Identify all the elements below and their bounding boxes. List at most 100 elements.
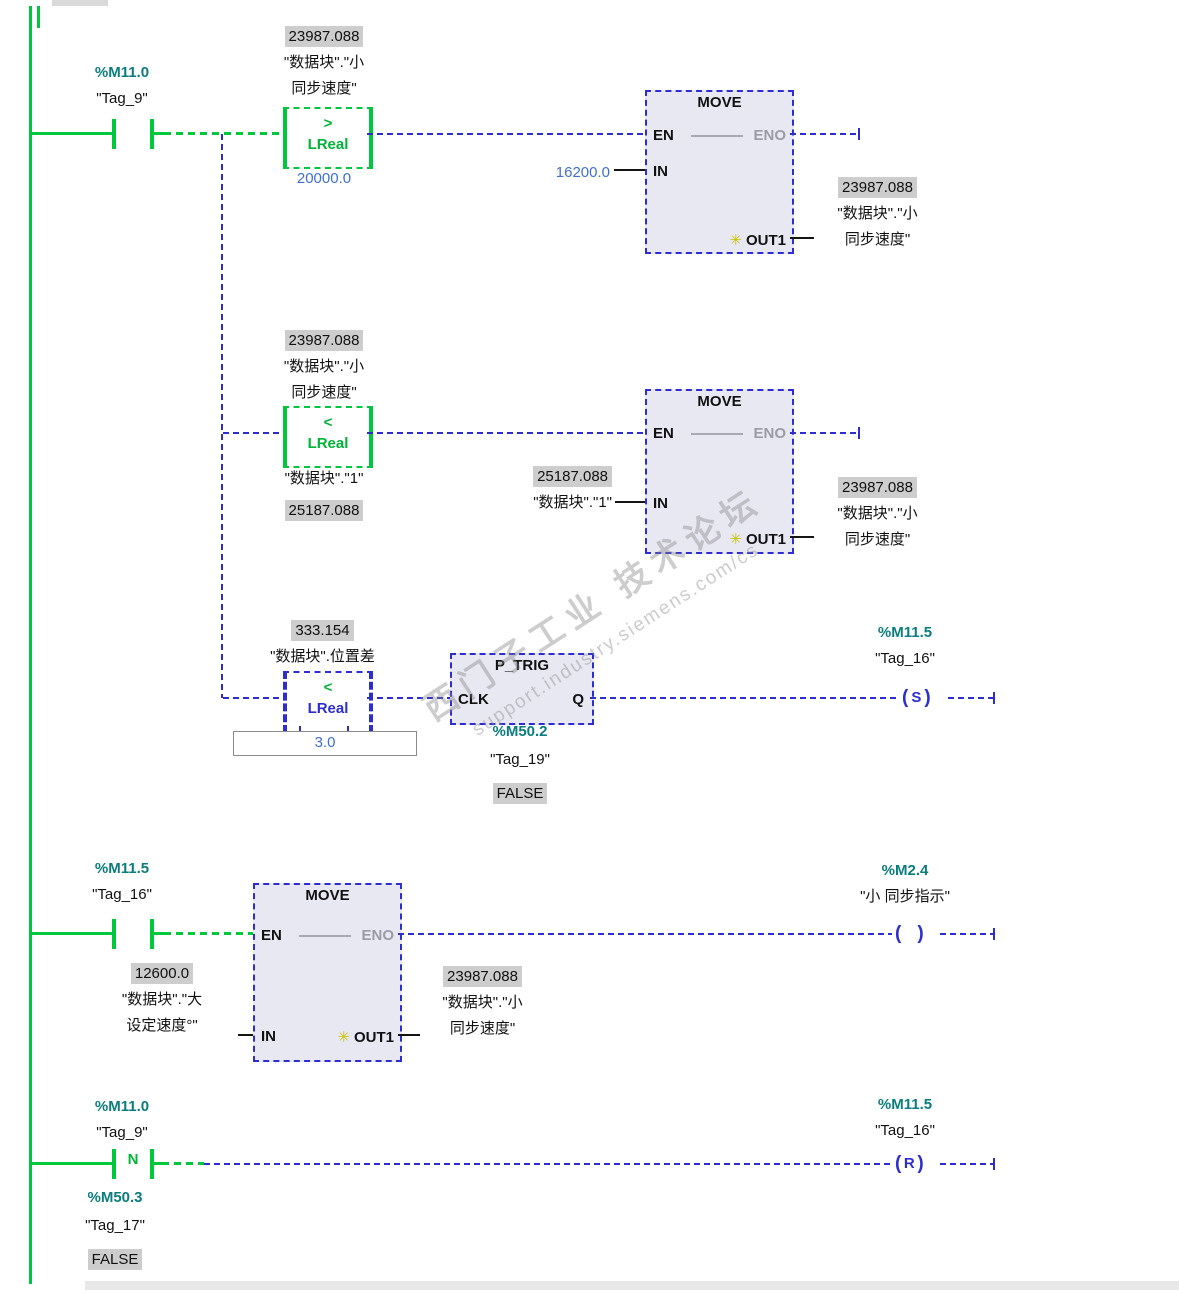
operand-connector bbox=[614, 169, 645, 171]
operand-name-line1[interactable]: "数据块"."小 bbox=[283, 358, 365, 375]
edge-contact[interactable] bbox=[112, 1149, 116, 1179]
pin-out1: ✳OUT1 bbox=[729, 232, 786, 249]
operand-connector bbox=[398, 1034, 420, 1036]
wire bbox=[223, 432, 283, 434]
operand-tag[interactable]: "Tag_16" bbox=[92, 886, 152, 903]
operand-name-line2[interactable]: 同步速度" bbox=[291, 80, 357, 97]
no-contact[interactable] bbox=[150, 919, 154, 949]
move-block[interactable]: MOVE EN ENO IN ✳OUT1 bbox=[253, 883, 402, 1062]
modify-star-icon: ✳ bbox=[729, 232, 742, 249]
output-coil[interactable] bbox=[895, 923, 924, 945]
move-in-operand[interactable]: 12600.0 "数据块"."大 设定速度°" bbox=[88, 961, 236, 1039]
operand-address[interactable]: %M11.5 bbox=[877, 1096, 933, 1113]
operand-name[interactable]: "数据块"."1" bbox=[533, 494, 612, 511]
operand-name-line2[interactable]: 同步速度" bbox=[844, 531, 911, 548]
operand-address[interactable]: %M50.2 bbox=[492, 723, 548, 740]
operand-tag[interactable]: "Tag_16" bbox=[875, 1122, 935, 1139]
no-contact[interactable] bbox=[112, 119, 116, 149]
pin-en: EN bbox=[261, 927, 282, 944]
p-trig-mem-operand[interactable]: %M50.2 "Tag_19" FALSE bbox=[455, 718, 585, 808]
move-block[interactable]: MOVE EN ENO IN ✳OUT1 bbox=[645, 90, 794, 254]
no-contact[interactable] bbox=[150, 119, 154, 149]
compare-block[interactable]: < LReal bbox=[283, 406, 373, 468]
compare-limit-value[interactable]: 20000.0 bbox=[296, 170, 352, 187]
operand-name-line2[interactable]: 同步速度" bbox=[449, 1020, 516, 1037]
wire-end bbox=[993, 692, 995, 704]
operand-connector bbox=[238, 1034, 253, 1036]
move-in-value[interactable]: 16200.0 bbox=[555, 164, 610, 181]
reset-coil[interactable]: R bbox=[895, 1153, 924, 1175]
p-trig-block[interactable]: P_TRIG CLK Q bbox=[450, 653, 594, 725]
operand-name[interactable]: "数据块"."1" bbox=[284, 470, 364, 487]
operand-address[interactable]: %M11.0 bbox=[94, 1098, 150, 1115]
operand-name-line1[interactable]: "数据块"."大 bbox=[121, 991, 203, 1008]
compare-block[interactable]: > LReal bbox=[283, 107, 373, 169]
wire bbox=[154, 132, 164, 135]
operand-connector bbox=[790, 536, 814, 538]
compare-operator: < bbox=[323, 679, 333, 696]
compare-operand[interactable]: 23987.088 "数据块"."小 同步速度" bbox=[238, 24, 410, 102]
move-in-operand[interactable]: 25187.088 "数据块"."1" bbox=[460, 464, 612, 516]
operand-name-line1[interactable]: "数据块"."小 bbox=[442, 994, 523, 1011]
edge-mem-operand[interactable]: %M50.3 "Tag_17" FALSE bbox=[56, 1184, 174, 1274]
coil-operand[interactable]: %M11.5 "Tag_16" bbox=[838, 1092, 972, 1144]
coil-operand[interactable]: %M2.4 "小 同步指示" bbox=[810, 858, 1000, 910]
branch-wire bbox=[221, 134, 223, 698]
operand-name[interactable]: "数据块".位置差 bbox=[270, 648, 375, 665]
move-out-operand[interactable]: 23987.088 "数据块"."小 同步速度" bbox=[420, 964, 545, 1042]
operand-name-line1[interactable]: "数据块"."小 bbox=[283, 54, 365, 71]
edge-contact[interactable] bbox=[150, 1149, 154, 1179]
block-title: MOVE bbox=[305, 887, 350, 904]
move-out-operand[interactable]: 23987.088 "数据块"."小 同步速度" bbox=[815, 475, 940, 553]
compare-operand[interactable]: 333.154 "数据块".位置差 bbox=[225, 618, 420, 670]
coil-operand[interactable]: %M11.5 "Tag_16" bbox=[838, 620, 972, 672]
wire bbox=[30, 1162, 112, 1165]
monitor-state: FALSE bbox=[87, 1249, 143, 1270]
operand-name-line1[interactable]: "数据块"."小 bbox=[837, 205, 918, 222]
wire bbox=[299, 726, 301, 731]
operand-tag[interactable]: "Tag_9" bbox=[96, 1124, 148, 1141]
contact-operand[interactable]: %M11.0 "Tag_9" bbox=[62, 60, 182, 112]
operand-address[interactable]: %M11.5 bbox=[94, 860, 150, 877]
operand-address[interactable]: %M11.0 bbox=[94, 64, 150, 81]
monitor-value: 23987.088 bbox=[838, 177, 917, 198]
set-coil[interactable]: S bbox=[902, 687, 931, 709]
move-out-operand[interactable]: 23987.088 "数据块"."小 同步速度" bbox=[815, 175, 940, 253]
pin-out1: ✳OUT1 bbox=[729, 531, 786, 548]
wire bbox=[948, 697, 993, 699]
operand-edit-field[interactable]: 3.0 bbox=[233, 731, 417, 756]
operand-address[interactable]: %M2.4 bbox=[881, 862, 929, 879]
operand-tag[interactable]: "Tag_19" bbox=[490, 751, 550, 768]
operand-address[interactable]: %M11.5 bbox=[877, 624, 933, 641]
operand-tag[interactable]: "小 同步指示" bbox=[860, 888, 950, 905]
compare-datatype[interactable]: LReal bbox=[307, 700, 349, 717]
no-contact[interactable] bbox=[112, 919, 116, 949]
compare-datatype[interactable]: LReal bbox=[307, 435, 349, 452]
wire bbox=[398, 933, 892, 935]
contact-operand[interactable]: %M11.0 "Tag_9" bbox=[62, 1094, 182, 1146]
compare-operand[interactable]: 23987.088 "数据块"."小 同步速度" bbox=[238, 328, 410, 406]
move-block[interactable]: MOVE EN ENO IN ✳OUT1 bbox=[645, 389, 794, 554]
wire-end bbox=[858, 128, 860, 140]
operand-name-line2[interactable]: 同步速度" bbox=[844, 231, 911, 248]
compare-limit-operand[interactable]: "数据块"."1" 25187.088 bbox=[238, 466, 410, 524]
compare-datatype[interactable]: LReal bbox=[307, 136, 349, 153]
compare-block[interactable]: < LReal bbox=[283, 671, 373, 733]
contact-operand[interactable]: %M11.5 "Tag_16" bbox=[62, 856, 182, 908]
compare-operator: > bbox=[323, 115, 333, 132]
monitor-value: 23987.088 bbox=[443, 966, 522, 987]
pin-in: IN bbox=[261, 1028, 276, 1045]
operand-tag[interactable]: "Tag_16" bbox=[875, 650, 935, 667]
wire bbox=[347, 726, 349, 731]
en-eno-separator bbox=[691, 135, 743, 137]
wire-end bbox=[993, 928, 995, 940]
operand-tag[interactable]: "Tag_17" bbox=[85, 1217, 145, 1234]
wire bbox=[790, 432, 858, 434]
operand-address[interactable]: %M50.3 bbox=[87, 1189, 143, 1206]
pin-eno: ENO bbox=[753, 425, 786, 442]
operand-name-line2[interactable]: 同步速度" bbox=[291, 384, 357, 401]
operand-tag[interactable]: "Tag_9" bbox=[96, 90, 148, 107]
operand-name-line1[interactable]: "数据块"."小 bbox=[837, 505, 918, 522]
operand-name-line2[interactable]: 设定速度°" bbox=[126, 1017, 198, 1034]
wire bbox=[790, 133, 858, 135]
